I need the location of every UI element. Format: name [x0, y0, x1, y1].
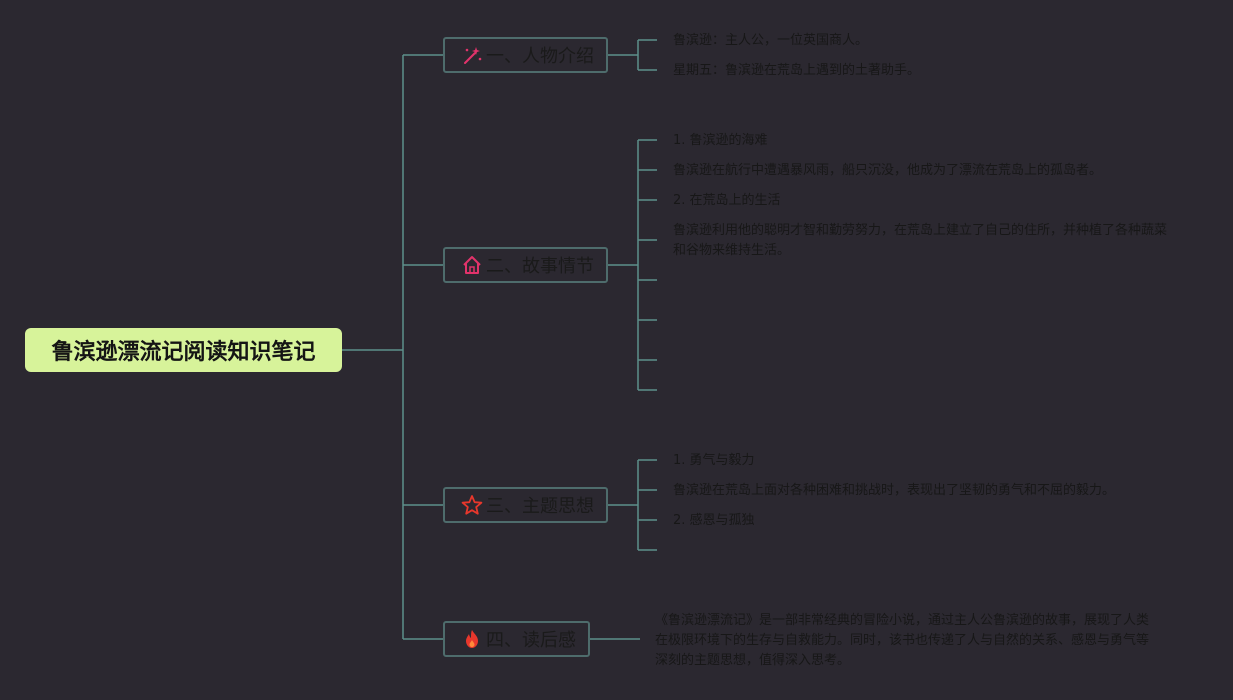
- leaf-text: 鲁滨逊在荒岛上面对各种困难和挑战时，表现出了坚韧的勇气和不屈的毅力。: [673, 483, 1116, 498]
- branch-label: 二、故事情节: [486, 256, 594, 277]
- branch-theme[interactable]: 三、主题思想: [443, 487, 608, 523]
- branch-plot[interactable]: 二、故事情节: [443, 247, 608, 283]
- leaf-heading: 1. 勇气与毅力: [673, 453, 755, 468]
- leaf-text: 星期五：鲁滨逊在荒岛上遇到的土著助手。: [673, 63, 921, 78]
- branch-characters[interactable]: 一、人物介绍: [443, 37, 608, 73]
- root-topic[interactable]: 鲁滨逊漂流记阅读知识笔记: [25, 328, 342, 372]
- branch-label: 四、读后感: [486, 630, 576, 651]
- root-title: 鲁滨逊漂流记阅读知识笔记: [51, 340, 316, 365]
- leaf-text: 鲁滨逊在航行中遭遇暴风雨，船只沉没，他成为了漂流在荒岛上的孤岛者。: [673, 163, 1103, 178]
- leaf-heading: 1. 鲁滨逊的海难: [673, 133, 768, 148]
- leaf-heading: 2. 感恩与孤独: [673, 513, 755, 528]
- star-icon: [461, 494, 483, 516]
- leaf-heading: 2. 在荒岛上的生活: [673, 193, 781, 208]
- leaf-text: 鲁滨逊利用他的聪明才智和勤劳努力，在荒岛上建立了自己的住所，并种植了各种蔬菜和谷…: [673, 223, 1168, 258]
- fire-icon: [461, 628, 483, 650]
- branch-label: 三、主题思想: [486, 496, 594, 517]
- branch-reflection[interactable]: 四、读后感: [443, 621, 590, 657]
- leaf-text: 鲁滨逊：主人公，一位英国商人。: [673, 33, 869, 48]
- leaf-text: 《鲁滨逊漂流记》是一部非常经典的冒险小说，通过主人公鲁滨逊的故事，展现了人类在极…: [655, 613, 1150, 668]
- magic-wand-icon: [461, 44, 483, 66]
- house-icon: [461, 254, 483, 276]
- branch-label: 一、人物介绍: [486, 46, 594, 67]
